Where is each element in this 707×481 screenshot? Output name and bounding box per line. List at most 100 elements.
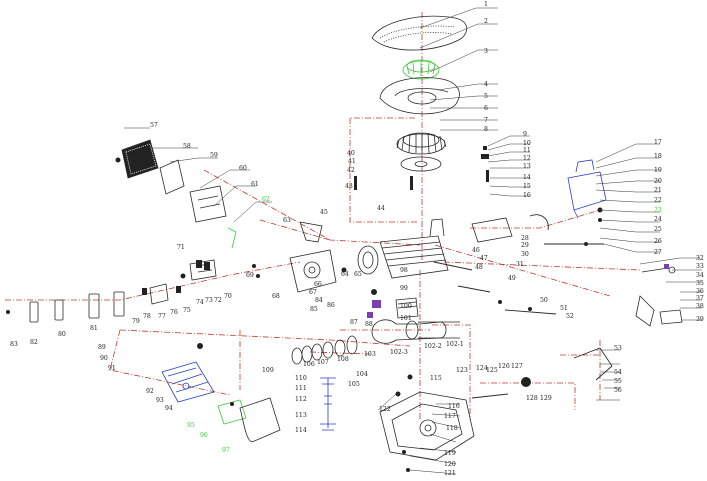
callout: 103 — [364, 351, 376, 358]
callout: 66 — [314, 281, 322, 288]
part-piston — [395, 297, 419, 319]
callout: 82 — [30, 339, 38, 346]
callout: 31 — [516, 261, 524, 268]
callout: 95 — [187, 422, 195, 429]
callout: 115 — [430, 375, 442, 382]
callout: 91 — [108, 365, 116, 372]
callout: 49 — [508, 275, 516, 282]
callout: 123 — [456, 367, 468, 374]
callout: 34 — [696, 272, 704, 279]
callout: 128 — [526, 395, 538, 402]
callout: 63 — [283, 217, 291, 224]
callout: 89 — [98, 344, 106, 351]
callout: 78 — [143, 313, 151, 320]
part-valve-cover — [471, 217, 513, 243]
callout: 117 — [444, 413, 456, 420]
callout: 1 — [484, 1, 488, 8]
callout: 3 — [484, 48, 488, 55]
leader-lines — [124, 7, 702, 475]
callout: 106 — [303, 361, 315, 368]
part-recoil-housing — [379, 77, 460, 115]
callout: 64 — [341, 271, 349, 278]
callout: 8 — [484, 126, 488, 133]
callout: 52 — [566, 313, 574, 320]
callout: 12 — [523, 155, 531, 162]
callout: 120 — [444, 461, 456, 468]
callout: 28 — [521, 235, 529, 242]
callout: 48 — [475, 264, 483, 271]
callout: 80 — [58, 331, 66, 338]
callout: 40 — [347, 150, 355, 157]
callout: 51 — [560, 305, 568, 312]
callout: 68 — [272, 293, 280, 300]
callout: 20 — [654, 178, 662, 185]
callout: 101 — [400, 315, 412, 322]
callout: 73 — [205, 297, 213, 304]
callout: 50 — [540, 297, 548, 304]
callout: 69 — [246, 272, 254, 279]
callout: 100 — [400, 303, 412, 310]
callout: 81 — [90, 325, 98, 332]
callout: 42 — [347, 167, 355, 174]
callout: 27 — [654, 249, 662, 256]
callout: 74 — [196, 299, 204, 306]
part-purple-spark-plug — [367, 264, 669, 318]
part-green-ghost-gasket — [227, 227, 237, 249]
callout: 37 — [696, 295, 704, 302]
callout: 33 — [696, 263, 704, 270]
callout: 114 — [295, 427, 307, 434]
callout: 53 — [614, 345, 622, 352]
callout: 39 — [696, 316, 704, 323]
callout: 59 — [210, 152, 218, 159]
callout: 30 — [521, 251, 529, 258]
part-muffler-shield — [239, 397, 281, 443]
callout: 126 — [498, 363, 510, 370]
callout: 124 — [476, 365, 488, 372]
callout: 19 — [654, 167, 662, 174]
callout: 41 — [348, 158, 356, 165]
part-ignition-coil-blue — [567, 159, 607, 219]
callout: 11 — [523, 147, 531, 154]
callout: 84 — [315, 297, 323, 304]
callout: 25 — [654, 226, 662, 233]
callout: 55 — [614, 378, 622, 385]
callout: 98 — [400, 267, 408, 274]
part-muffler-green-gasket — [217, 399, 247, 425]
callout: 125 — [486, 367, 498, 374]
callout: 94 — [165, 405, 173, 412]
part-intake-gaskets — [29, 259, 217, 323]
callout: 121 — [444, 470, 456, 477]
callout: 2 — [484, 18, 488, 25]
callout: 93 — [156, 397, 164, 404]
callout: 102-2 — [424, 343, 442, 350]
part-small-pieces — [6, 146, 603, 472]
part-valves-blue — [320, 377, 336, 431]
callout: 15 — [523, 183, 531, 190]
callout: 61 — [251, 181, 259, 188]
callout: 60 — [239, 165, 247, 172]
callout: 58 — [183, 143, 191, 150]
callout: 122 — [379, 406, 391, 413]
callout: 96 — [200, 432, 208, 439]
callout: 56 — [614, 387, 622, 394]
callout: 18 — [654, 153, 662, 160]
callout: 47 — [480, 255, 488, 262]
callout: 29 — [521, 242, 529, 249]
callout: 97 — [222, 447, 230, 454]
part-wires — [433, 214, 613, 399]
callout: 16 — [523, 192, 531, 199]
part-cylinder-block — [357, 218, 449, 279]
callout: 45 — [320, 209, 328, 216]
callout: 24 — [654, 216, 662, 223]
callout: 102-1 — [446, 341, 464, 348]
callout: 119 — [444, 450, 456, 457]
callout: 110 — [295, 375, 307, 382]
callout: 77 — [158, 313, 166, 320]
part-crankshaft — [371, 319, 460, 344]
part-fuel-cap-cover — [371, 15, 468, 51]
part-carburetor — [289, 221, 337, 293]
callout: 116 — [448, 403, 460, 410]
callout: 75 — [183, 307, 191, 314]
callout: 4 — [484, 81, 488, 88]
